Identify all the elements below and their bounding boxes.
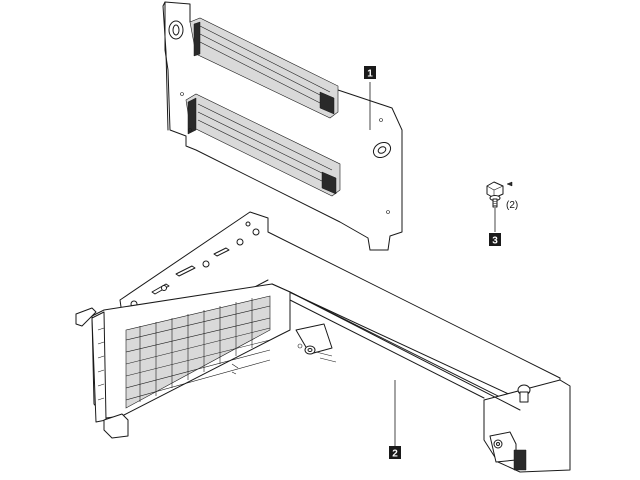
pcie-slot-lower xyxy=(185,93,341,197)
riser-bracket xyxy=(75,211,571,473)
bracket-latch xyxy=(489,431,527,471)
svg-text:2: 2 xyxy=(392,449,398,460)
callout-2: 2 xyxy=(389,446,401,460)
screw xyxy=(486,181,513,232)
captive-screw xyxy=(295,323,337,363)
riser-card xyxy=(162,1,403,251)
vent-grid xyxy=(125,295,271,409)
plate-slots xyxy=(130,221,260,308)
pcie-slot-upper xyxy=(189,17,339,119)
screw-quantity-label: (2) xyxy=(506,200,518,211)
svg-text:3: 3 xyxy=(492,236,498,247)
callout-3: 3 xyxy=(489,233,501,247)
svg-text:1: 1 xyxy=(367,69,373,80)
screw-icon xyxy=(486,181,504,199)
callout-1: 1 xyxy=(364,66,376,80)
